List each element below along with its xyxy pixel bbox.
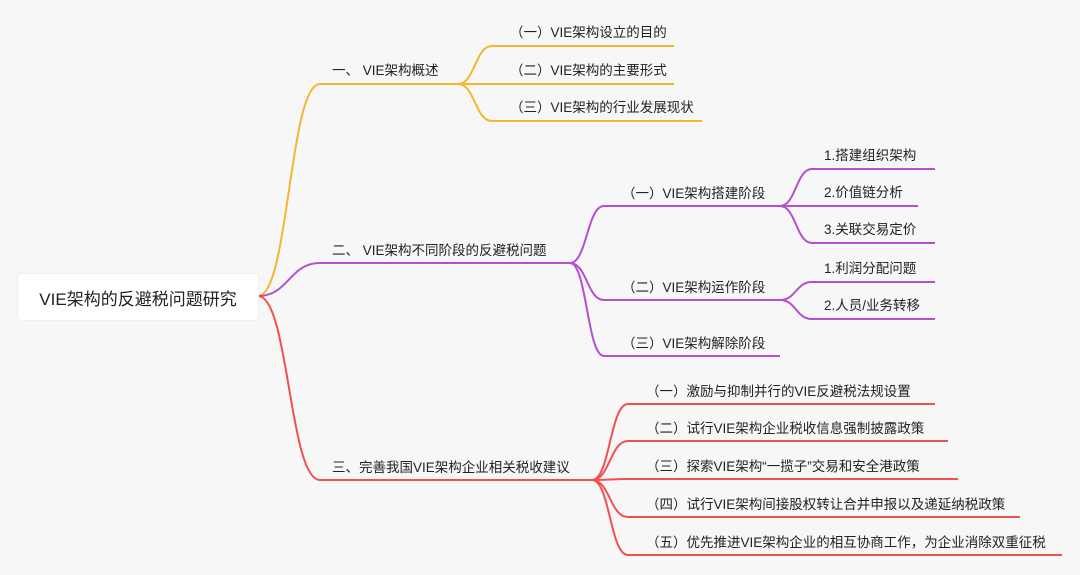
branch-1-label[interactable]: 一、 VIE架构概述 [332,63,439,78]
branch-3-child-2-label[interactable]: （二）试行VIE架构企业税收信息强制披露政策 [646,421,925,436]
connector-branch-2-child-2-sub-1 [779,281,813,301]
connector-branch-3-child-5 [591,479,629,556]
branch-2-label[interactable]: 二、 VIE架构不同阶段的反避税问题 [332,243,547,258]
connector-branch-3-child-2 [591,440,629,481]
connector-branch-3-child-3 [591,478,629,481]
connector-root-branch-1 [257,83,321,297]
connector-branch-3-child-1 [591,403,629,481]
branch-2-child-1-sub-3-label[interactable]: 3.关联交易定价 [824,222,917,237]
connector-branch-2-child-1-sub-1 [779,168,813,207]
branch-1-child-1-label[interactable]: （一）VIE架构设立的目的 [510,25,667,40]
connector-branch-1-child-1 [457,45,493,85]
branch-3-label[interactable]: 三、完善我国VIE架构企业相关税收建议 [332,460,570,475]
connector-branch-2-child-1 [569,205,605,264]
branch-2-child-1-sub-1-label[interactable]: 1.搭建组织架构 [824,148,917,163]
branch-1-child-2-label[interactable]: （二）VIE架构的主要形式 [510,63,667,78]
connector-branch-1-child-3 [457,83,493,122]
branch-2-child-2-label[interactable]: （二）VIE架构运作阶段 [622,280,766,295]
branch-2-child-2-sub-1-label[interactable]: 1.利润分配问题 [824,261,917,276]
branch-2-child-1-sub-2-label[interactable]: 2.价值链分析 [824,185,903,200]
branch-3-child-4-label[interactable]: （四）试行VIE架构间接股权转让合并申报以及递延纳税政策 [646,497,1006,512]
connector-branch-2-child-2-sub-2 [779,299,813,320]
connector-root-branch-2 [257,262,321,297]
branch-1-child-3-label[interactable]: （三）VIE架构的行业发展现状 [510,100,694,115]
root-node[interactable]: VIE架构的反避税问题研究 [18,274,258,320]
connector-root-branch-3 [257,295,321,481]
root-label: VIE架构的反避税问题研究 [39,289,237,309]
connector-branch-2-child-3 [569,262,605,357]
connector-branch-2-child-2 [569,262,605,301]
branch-3-child-1-label[interactable]: （一）激励与抑制并行的VIE反避税法规设置 [646,384,911,399]
branch-2-child-1-label[interactable]: （一）VIE架构搭建阶段 [622,186,766,201]
connector-branch-3-child-4 [591,479,629,518]
branch-2-child-3-label[interactable]: （三）VIE架构解除阶段 [622,336,766,351]
branch-2-child-2-sub-2-label[interactable]: 2.人员/业务转移 [824,298,921,313]
branch-3-child-3-label[interactable]: （三）探索VIE架构“一揽子”交易和安全港政策 [646,459,920,474]
connector-branch-2-child-1-sub-3 [779,205,813,244]
branch-3-child-5-label[interactable]: （五）优先推进VIE架构企业的相互协商工作，为企业消除双重征税 [646,535,1046,550]
